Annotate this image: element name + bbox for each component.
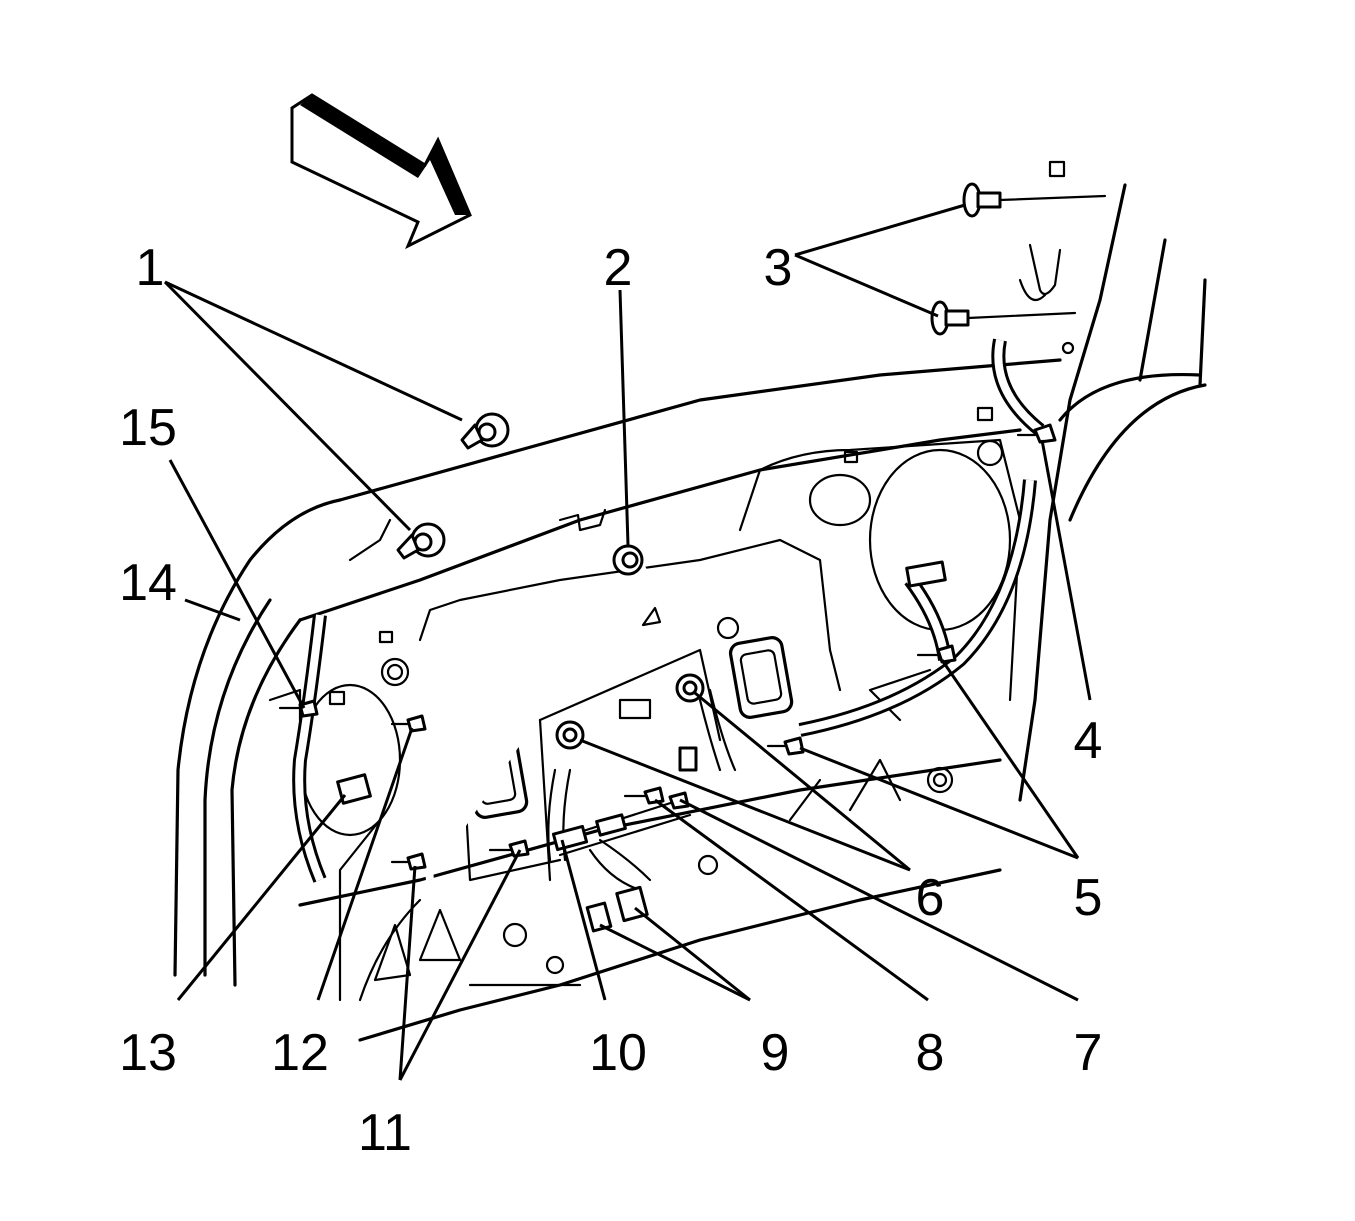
clip-4 — [1016, 423, 1057, 444]
callout-13: 13 — [119, 1024, 177, 1082]
callout-2: 2 — [604, 239, 633, 297]
callout-6: 6 — [916, 869, 945, 927]
push-pin-retainer-3a — [962, 182, 1107, 218]
callout-7: 7 — [1074, 1024, 1103, 1082]
clip-15 — [278, 699, 319, 718]
front-direction-arrow-icon — [290, 93, 472, 250]
push-pin-retainer-1a — [460, 412, 510, 450]
push-pin-retainer-1b — [396, 522, 446, 560]
callout-3: 3 — [764, 239, 793, 297]
callout-15: 15 — [119, 399, 177, 457]
leader-lines — [163, 203, 1092, 1081]
callout-10: 10 — [589, 1024, 647, 1082]
callout-8: 8 — [916, 1024, 945, 1082]
connector-6b — [555, 720, 585, 750]
callout-4: 4 — [1074, 712, 1103, 770]
connector-center — [678, 746, 698, 772]
clip-8 — [623, 786, 665, 805]
liftgate-panel-outline — [173, 160, 1207, 1042]
callout-11: 11 — [358, 1104, 412, 1162]
callout-5: 5 — [1074, 869, 1103, 927]
clip-11a — [488, 839, 530, 858]
connector-9b — [585, 901, 613, 933]
callout-12: 12 — [271, 1024, 329, 1082]
clip-7 — [668, 791, 690, 810]
callout-14: 14 — [119, 554, 177, 612]
connector-13 — [336, 560, 947, 805]
clip-5a — [916, 644, 957, 664]
clip-5b — [766, 736, 805, 756]
grommet-2 — [612, 544, 644, 576]
callout-1: 1 — [136, 239, 165, 297]
wiring-harness — [292, 338, 1045, 892]
callout-9: 9 — [761, 1024, 790, 1082]
clip-12 — [390, 714, 427, 733]
push-pin-retainer-3b — [930, 300, 1077, 336]
clip-11b — [390, 852, 427, 871]
